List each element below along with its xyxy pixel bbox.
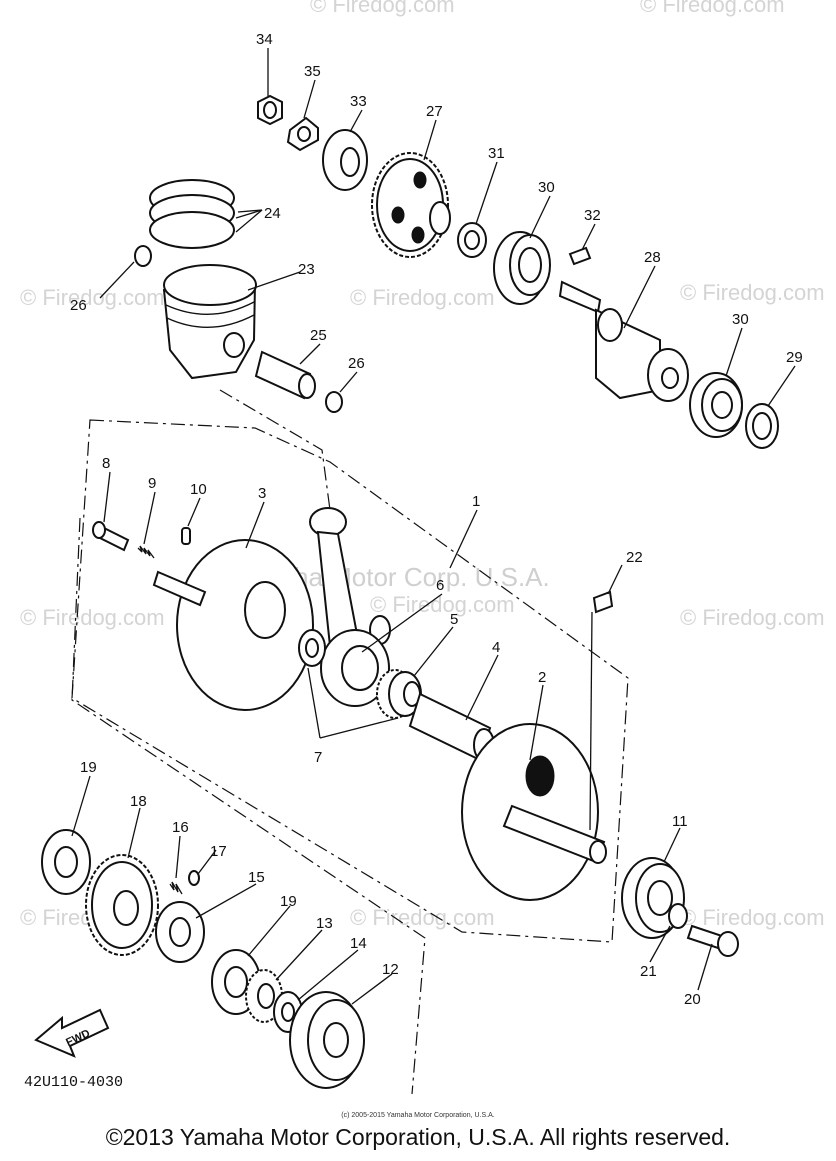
part-31-seal [457, 222, 487, 258]
part-35-lock-washer [286, 116, 319, 152]
watermark: © Firedog.com [680, 605, 825, 630]
part-2-crank-web-right [461, 723, 607, 901]
callout-17: 17 [210, 843, 227, 860]
part-27-drive-gear [371, 152, 451, 258]
part-20-bolt [686, 924, 739, 957]
callout-8: 8 [102, 455, 110, 472]
part-26-circlip-upper [134, 245, 152, 267]
callout-4: 4 [492, 639, 500, 656]
footer-copyright: ©2013 Yamaha Motor Corporation, U.S.A. A… [105, 1124, 731, 1150]
watermark: © Firedog.com [20, 605, 165, 630]
part-26-circlip-lower [325, 391, 343, 413]
callout-18: 18 [130, 793, 147, 810]
callout-27: 27 [426, 103, 443, 120]
callout-15: 15 [248, 869, 265, 886]
crankshaft-assembly-outline [71, 419, 629, 943]
part-9-spring [137, 545, 155, 559]
watermark: © Firedog.com [20, 285, 165, 310]
diagram-code: 42U110-4030 [24, 1074, 123, 1091]
callout-6: 6 [436, 577, 444, 594]
callout-31: 31 [488, 145, 505, 162]
part-30-bearing-upper [493, 231, 551, 305]
part-23-piston [162, 264, 257, 380]
watermark: © Firedog.com [680, 905, 825, 930]
callout-9: 9 [148, 475, 156, 492]
part-16-spring [169, 881, 183, 895]
part-17-pin [188, 870, 200, 886]
part-30-bearing-lower [689, 372, 743, 438]
callout-34: 34 [256, 31, 273, 48]
watermark: © Firedog.com [310, 0, 455, 17]
callout-24: 24 [264, 205, 281, 222]
callout-35: 35 [304, 63, 321, 80]
callout-25: 25 [310, 327, 327, 344]
callout-30-lower: 30 [732, 311, 749, 328]
part-8-pin [92, 521, 130, 552]
callout-32: 32 [584, 207, 601, 224]
callout-26-upper: 26 [70, 297, 87, 314]
callout-28: 28 [644, 249, 661, 266]
callout-29: 29 [786, 349, 803, 366]
callout-20: 20 [684, 991, 701, 1008]
callout-12: 12 [382, 961, 399, 978]
small-copyright: (c) 2005-2015 Yamaha Motor Corporation, … [341, 1112, 494, 1119]
part-6-connecting-rod [309, 507, 390, 707]
part-15-hub [155, 901, 205, 963]
part-18-primary-gear [85, 854, 159, 956]
part-5-needle-bearing [376, 669, 422, 719]
part-12-bearing [289, 991, 365, 1089]
piston-link-line [219, 389, 331, 511]
callout-16: 16 [172, 819, 189, 836]
callout-23: 23 [298, 261, 315, 278]
callout-labels: 34 35 33 27 31 30 32 28 30 29 24 23 26 2… [70, 31, 803, 1008]
part-22-key [592, 590, 614, 614]
fwd-arrow-icon: FWD [34, 1008, 110, 1058]
callout-14: 14 [350, 935, 367, 952]
part-7-washer [298, 629, 326, 667]
part-21-washer [668, 903, 688, 929]
callout-10: 10 [190, 481, 207, 498]
watermark: © Firedog.com [350, 285, 495, 310]
callout-26-lower: 26 [348, 355, 365, 372]
watermark: © Firedog.com [370, 592, 515, 617]
callout-19-left: 19 [80, 759, 97, 776]
callout-2: 2 [538, 669, 546, 686]
callout-21: 21 [640, 963, 657, 980]
part-3-crank-web-left [152, 539, 391, 711]
part-19-plate-left [41, 829, 91, 895]
part-28-balancer-shaft [558, 280, 689, 402]
callout-11: 11 [672, 813, 688, 830]
callout-3: 3 [258, 485, 266, 502]
callout-22: 22 [626, 549, 643, 566]
callout-5: 5 [450, 611, 458, 628]
callout-13: 13 [316, 915, 333, 932]
part-34-nut [257, 94, 283, 126]
leader-lines [71, 48, 796, 1005]
part-25-piston-pin [254, 350, 316, 400]
part-24-piston-rings [149, 179, 235, 249]
callout-33: 33 [350, 93, 367, 110]
callout-19-right: 19 [280, 893, 297, 910]
callout-1: 1 [472, 493, 480, 510]
watermark: © Firedog.com [640, 0, 785, 17]
part-32-key [568, 246, 592, 266]
part-29-seal [745, 403, 779, 449]
callout-30-upper: 30 [538, 179, 555, 196]
primary-drive-outline [71, 517, 426, 1095]
callout-7: 7 [314, 749, 322, 766]
watermark: © Firedog.com [680, 280, 825, 305]
part-33-cone-washer [322, 129, 368, 191]
watermark: © Firedog.com [350, 905, 495, 930]
part-10-dowel [181, 527, 191, 545]
watermark-group: © Firedog.com © Firedog.com © Firedog.co… [20, 0, 825, 930]
